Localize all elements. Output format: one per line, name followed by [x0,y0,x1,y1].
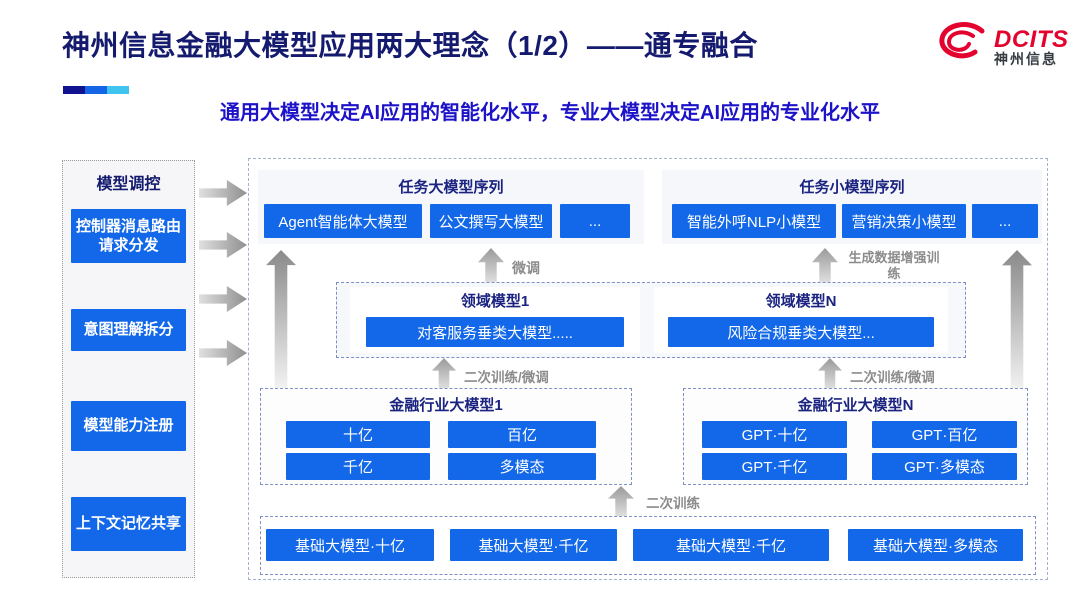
model-box-customer-service: 对客服务垂类大模型..... [366,317,624,347]
industry-title: 金融行业大模型N [797,397,914,414]
right-arrow-icon [199,232,247,258]
model-control-panel: 模型调控 控制器消息路由请求分发 意图理解拆分 模型能力注册 上下文记忆共享 [62,160,195,578]
sidebar-title: 模型调控 [96,176,161,193]
model-box-base-multimodal: 基础大模型·多模态 [848,529,1023,561]
section-title: 任务小模型序列 [799,179,905,196]
domain-title: 领域模型1 [460,293,530,310]
subtitle: 通用大模型决定AI应用的智能化水平，专业大模型决定AI应用的专业化水平 [220,102,880,124]
retrain-label: 二次训练 [646,496,700,511]
dcits-logo: DCITS 神州信息 [936,22,1069,71]
model-box-base-100b-2: 基础大模型·千亿 [633,529,829,561]
sidebar-item-capability-register: 模型能力注册 [71,401,186,451]
fine-tune-label: 微调 [512,260,540,276]
page-title: 神州信息金融大模型应用两大理念（1/2）——通专融合 [62,30,758,61]
right-arrow-icon [199,180,247,206]
model-box-outbound-nlp: 智能外呼NLP小模型 [672,204,836,238]
sidebar-item-context-memory: 上下文记忆共享 [71,497,186,551]
model-box-gpt-100b: GPT·千亿 [702,453,847,480]
section-title: 任务大模型序列 [398,179,504,196]
right-arrow-icon [199,340,247,366]
industry-title: 金融行业大模型1 [389,397,503,414]
retrain-finetune-label: 二次训练/微调 [464,370,549,385]
model-box-gpt-1b: GPT·十亿 [702,421,847,448]
model-box-more: ... [560,204,630,238]
model-box-base-100b: 基础大模型·千亿 [450,529,617,561]
model-box-risk-compliance: 风险合规垂类大模型... [668,317,934,347]
model-box-100b: 千亿 [286,453,430,480]
dcits-swirl-icon [936,22,988,71]
retrain-finetune-label: 二次训练/微调 [850,370,935,385]
domain-title: 领域模型N [765,293,837,310]
model-box-1b: 十亿 [286,421,430,448]
model-box-base-1b: 基础大模型·十亿 [266,529,434,561]
sidebar-item-message-routing: 控制器消息路由请求分发 [71,209,186,263]
gen-data-train-label: 生成数据增强训练 [848,250,940,282]
logo-caption: 神州信息 [994,50,1058,67]
model-box-marketing-decision: 营销决策小模型 [842,204,966,238]
model-box-agent: Agent智能体大模型 [264,204,422,238]
right-arrow-icon [199,286,247,312]
model-box-gpt-multimodal: GPT·多模态 [872,453,1017,480]
model-box-gpt-10b: GPT·百亿 [872,421,1017,448]
model-box-more: ... [972,204,1038,238]
sidebar-item-intent-split: 意图理解拆分 [71,309,186,351]
model-box-multimodal: 多模态 [448,453,596,480]
accent-bar [63,86,129,94]
logo-brand: DCITS [994,25,1069,53]
model-box-10b: 百亿 [448,421,596,448]
model-box-document-writing: 公文撰写大模型 [430,204,552,238]
